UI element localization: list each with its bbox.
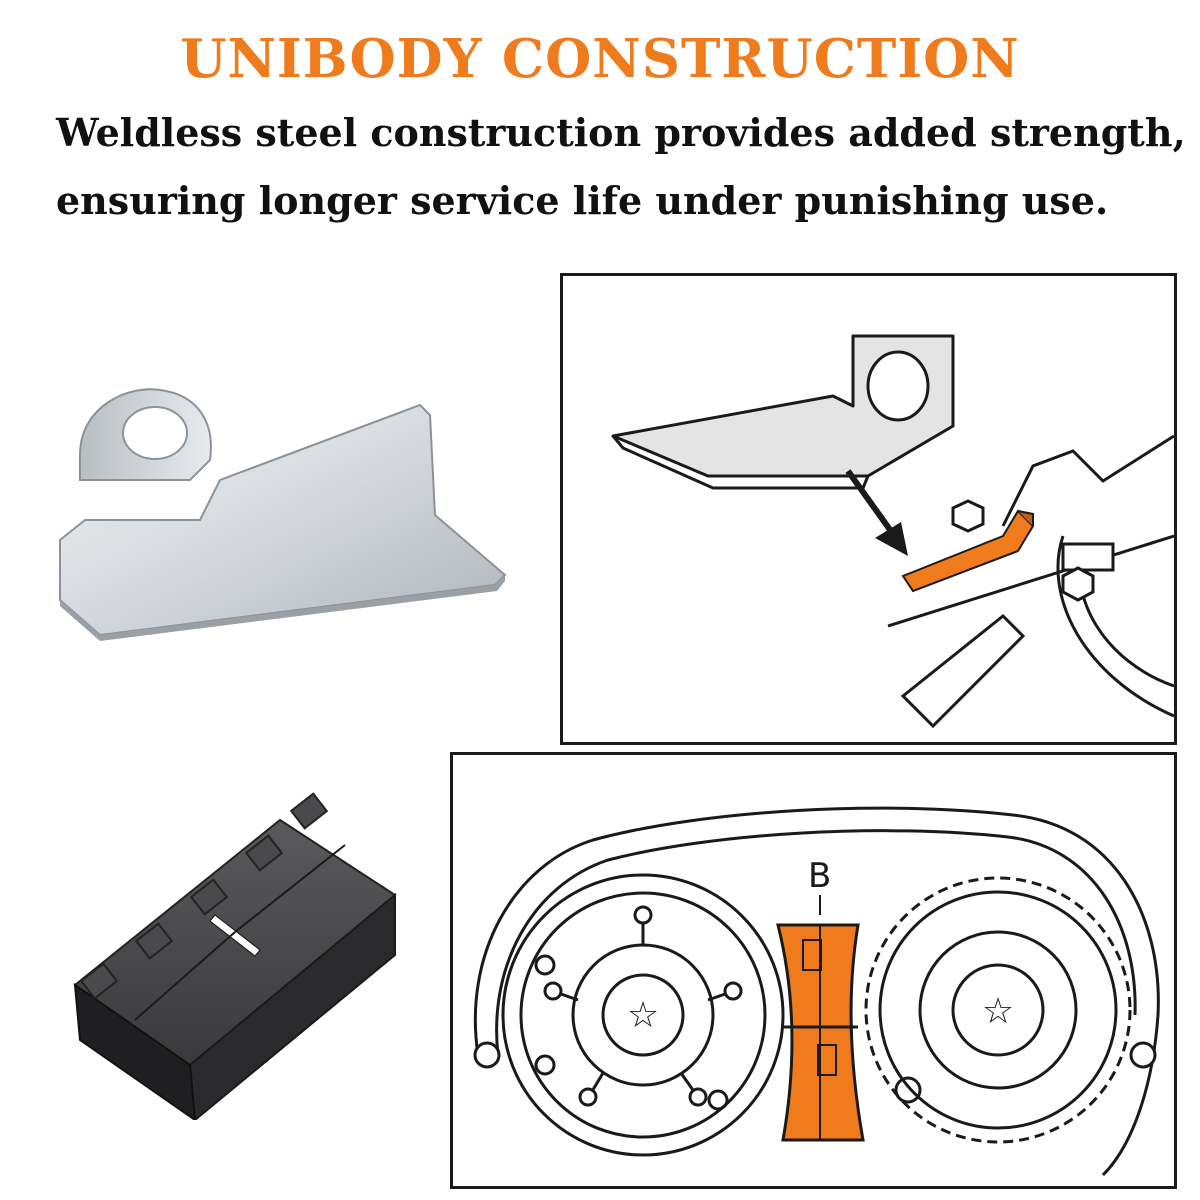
description-line-2: ensuring longer service life under punis… [56,178,1109,223]
cam-lock-block-photo [45,780,425,1120]
steel-plate-photo [40,385,520,655]
svg-text:☆: ☆ [982,991,1014,1032]
tool-placement-diagram [560,273,1177,745]
svg-text:☆: ☆ [627,995,659,1036]
callout-label-b: B [808,856,831,896]
description-line-1: Weldless steel construction provides add… [56,110,1186,155]
page-title: UNIBODY CONSTRUCTION [180,28,1020,90]
sprocket-lock-diagram: ☆ ☆ B [450,752,1177,1189]
